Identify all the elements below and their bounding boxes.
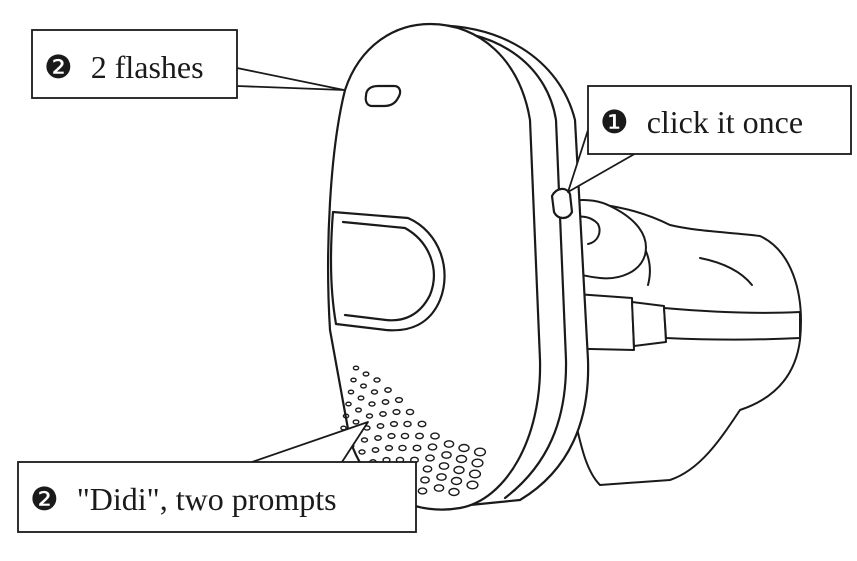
speaker-hole: [443, 440, 455, 448]
callout-flashes-text: 2 flashes: [91, 49, 204, 85]
speaker-hole: [387, 432, 396, 440]
callout-click: ❶ click it once: [567, 85, 852, 193]
speaker-hole: [373, 377, 381, 383]
speaker-hole: [425, 454, 435, 462]
speaker-hole: [422, 465, 433, 473]
speaker-hole: [417, 487, 428, 495]
speaker-hole: [468, 469, 482, 479]
speaker-hole: [471, 458, 484, 468]
device-body: [327, 22, 590, 511]
callout-prompts-pointer: [251, 421, 369, 463]
speaker-hole: [412, 444, 422, 452]
speaker-hole: [427, 443, 438, 451]
callout-flashes-box: [31, 29, 238, 99]
speaker-hole: [450, 476, 463, 486]
speaker-hole: [360, 383, 368, 389]
speaker-hole: [438, 462, 450, 470]
callout-prompts-marker: ❷: [30, 481, 59, 517]
sensor-window: [329, 210, 446, 332]
speaker-hole: [448, 487, 460, 497]
cable-strain-relief: [631, 301, 667, 347]
callout-click-text: click it once: [647, 104, 803, 140]
speaker-hole: [370, 389, 379, 395]
speaker-hole: [358, 449, 366, 455]
speaker-hole: [430, 432, 440, 440]
speaker-hole: [347, 389, 355, 395]
speaker-hole: [441, 451, 452, 459]
speaker-hole: [384, 444, 394, 452]
speaker-hole: [352, 419, 360, 425]
side-button: [550, 187, 574, 220]
speaker-hole: [398, 444, 407, 452]
speaker-hole: [384, 387, 392, 393]
callout-flashes-pointer: [236, 67, 345, 91]
callout-prompts-box: [17, 461, 417, 533]
speaker-hole: [355, 407, 363, 413]
speaker-hole: [433, 484, 445, 492]
speaker-hole: [389, 420, 399, 428]
indicator-light: [364, 84, 402, 108]
speaker-hole: [365, 413, 374, 419]
hand-crease: [699, 257, 753, 286]
callout-click-box: [587, 85, 852, 155]
callout-flashes-marker: ❷: [44, 49, 73, 85]
speaker-hole: [357, 395, 365, 401]
speaker-hole: [394, 396, 404, 404]
speaker-hole: [458, 443, 470, 453]
speaker-hole: [350, 377, 357, 383]
speaker-hole: [379, 411, 387, 417]
svg-text:❷ "Didi", two prompts: ❷ "Didi", two prompts: [30, 481, 337, 517]
speaker-hole: [362, 371, 370, 377]
speaker-hole: [403, 420, 412, 428]
speaker-hole: [345, 401, 352, 407]
speaker-hole: [400, 432, 410, 440]
speaker-hole: [371, 447, 380, 453]
callout-prompts-text: "Didi", two prompts: [77, 481, 337, 517]
speaker-hole: [342, 413, 350, 419]
sensor-window-inner: [341, 220, 435, 322]
speaker-hole: [374, 435, 382, 441]
speaker-hole: [466, 480, 479, 490]
speaker-hole: [376, 423, 385, 429]
speaker-hole: [405, 408, 415, 416]
speaker-hole: [360, 437, 369, 443]
callout-click-marker: ❶: [600, 104, 629, 140]
speaker-hole: [352, 365, 360, 371]
cable: [663, 307, 801, 341]
speaker-hole: [453, 465, 465, 475]
speaker-hole: [415, 432, 425, 440]
svg-text:❶ click it once: ❶ click it once: [600, 104, 803, 140]
callout-flashes: ❷ 2 flashes: [31, 29, 345, 99]
speaker-hole: [473, 447, 487, 457]
speaker-hole: [392, 408, 401, 416]
speaker-hole: [455, 454, 468, 464]
speaker-grille: [340, 365, 487, 497]
speaker-hole: [420, 476, 430, 484]
speaker-hole: [417, 420, 427, 428]
device-seam-line: [428, 28, 568, 500]
callout-prompts: ❷ "Didi", two prompts: [17, 421, 417, 533]
speaker-hole: [368, 401, 376, 407]
speaker-hole: [381, 399, 390, 405]
svg-text:❷ 2 flashes: ❷ 2 flashes: [44, 49, 204, 85]
speaker-hole: [436, 473, 447, 481]
